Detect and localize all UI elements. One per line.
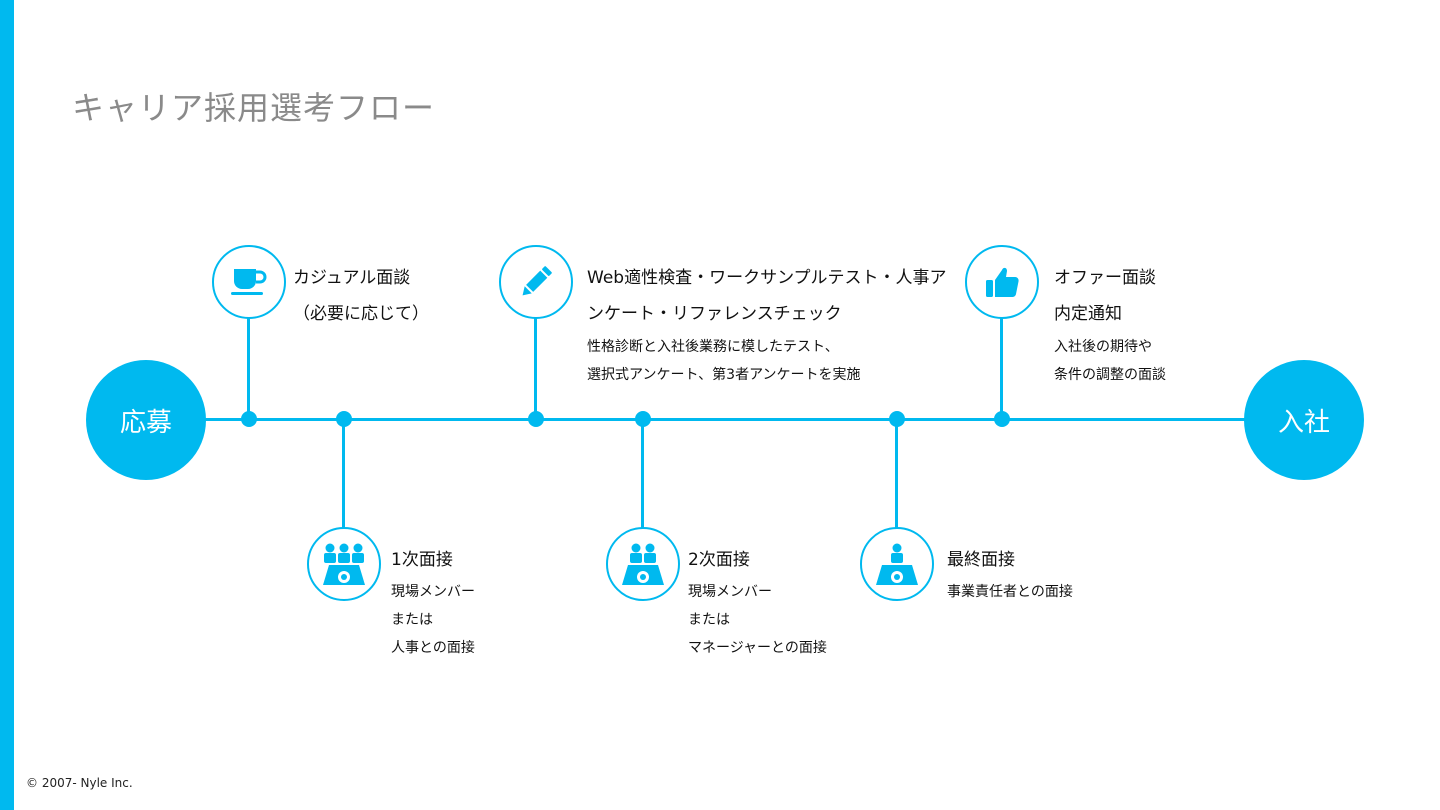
connector-first-interview — [342, 420, 345, 528]
timeline-dot — [889, 411, 905, 427]
connector-final-interview — [895, 420, 898, 528]
pencil-icon — [522, 266, 552, 296]
group-interview-icon — [323, 543, 365, 585]
left-accent-bar — [0, 0, 14, 810]
coffee-cup-icon — [231, 269, 267, 295]
thumbs-up-icon — [986, 267, 1019, 297]
start-apply-circle: 応募 — [86, 360, 206, 480]
casual-interview-icon-circle — [212, 245, 286, 319]
step-final-interview-title: 最終面接 — [947, 550, 1015, 570]
connector-second-interview — [641, 420, 644, 528]
timeline-dot — [635, 411, 651, 427]
step-final-interview-desc: 事業責任者との面接 — [947, 584, 1073, 600]
second-interview-icon-circle — [606, 527, 680, 601]
connector-casual — [247, 318, 250, 420]
first-interview-icon-circle — [307, 527, 381, 601]
step-offer-title: オファー面談 内定通知 — [1054, 268, 1156, 324]
timeline-line — [200, 418, 1250, 421]
step-second-interview-desc: 現場メンバー または マネージャーとの面接 — [688, 584, 827, 656]
timeline-dot — [241, 411, 257, 427]
timeline-dot — [994, 411, 1010, 427]
final-interview-icon-circle — [860, 527, 934, 601]
end-join-circle: 入社 — [1244, 360, 1364, 480]
connector-offer — [1000, 318, 1003, 420]
step-first-interview-title: 1次面接 — [391, 550, 453, 570]
step-first-interview-desc: 現場メンバー または 人事との面接 — [391, 584, 475, 656]
timeline-dot — [528, 411, 544, 427]
timeline-dot — [336, 411, 352, 427]
web-test-icon-circle — [499, 245, 573, 319]
step-second-interview-title: 2次面接 — [688, 550, 750, 570]
page-title: キャリア採用選考フロー — [72, 89, 436, 128]
end-label: 入社 — [1277, 407, 1330, 438]
single-interview-icon — [876, 543, 918, 585]
start-label: 応募 — [119, 407, 172, 438]
step-offer-desc: 入社後の期待や 条件の調整の面談 — [1054, 339, 1166, 383]
offer-icon-circle — [965, 245, 1039, 319]
step-web-test-desc: 性格診断と入社後業務に模したテスト、 選択式アンケート、第3者アンケートを実施 — [587, 339, 861, 383]
pair-interview-icon — [622, 543, 664, 585]
step-casual-title: カジュアル面談 （必要に応じて） — [293, 268, 429, 324]
copyright: © 2007- Nyle Inc. — [26, 776, 133, 790]
step-web-test-title: Web適性検査・ワークサンプルテスト・人事ア ンケート・リファレンスチェック — [587, 268, 947, 324]
connector-web-test — [534, 318, 537, 420]
